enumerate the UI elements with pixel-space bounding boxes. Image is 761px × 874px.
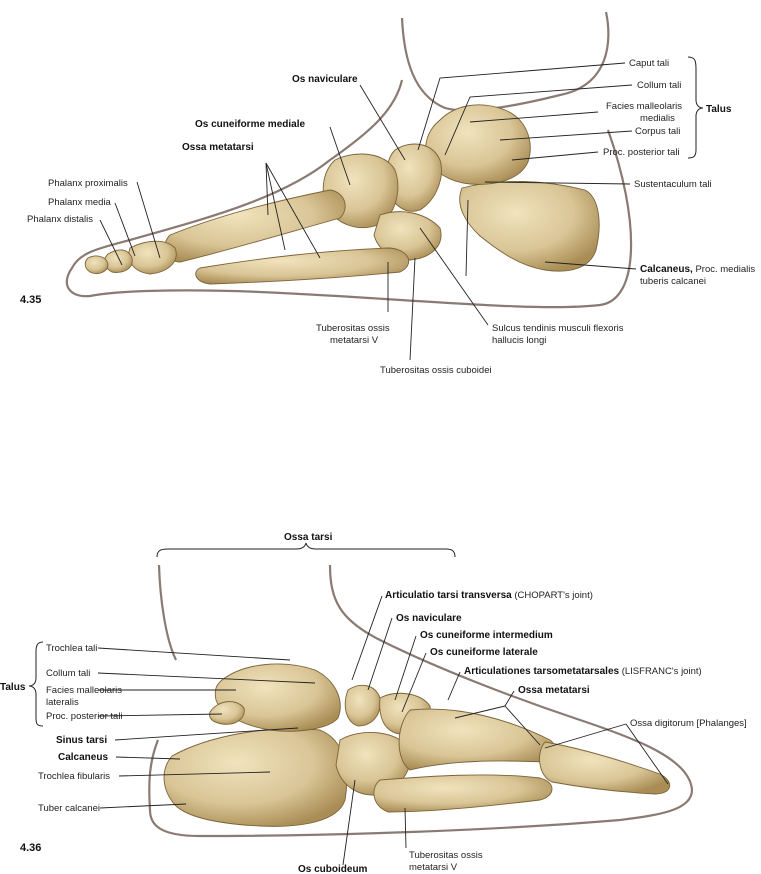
metatarsal-5-lateral: [373, 774, 553, 813]
label-facies-malleolaris-lateralis-1: Facies malleolaris: [46, 685, 122, 696]
label-sinus-tarsi: Sinus tarsi: [56, 735, 107, 746]
label-sustentaculum-tali: Sustentaculum tali: [634, 179, 712, 190]
label-tuberis-calcanei: tuberis calcanei: [640, 276, 706, 287]
label-tuberositas-mt5-4-35-1: Tuberositas ossis: [316, 323, 390, 334]
label-talus-4-36: Talus: [0, 682, 26, 693]
label-caput-tali: Caput tali: [629, 58, 669, 69]
label-cuneiforme-intermedium: Os cuneiforme intermedium: [420, 630, 553, 641]
label-os-naviculare-4-35: Os naviculare: [292, 74, 358, 85]
label-tuberositas-mt5-4-36-2: metatarsi V: [409, 862, 458, 873]
metatarsal-1-medial: [164, 189, 346, 263]
figure-number-4-35: 4.35: [20, 294, 41, 306]
figure-4-35: Caput tali Collum tali Facies malleolari…: [20, 11, 755, 376]
phalanx-proximalis-medial: [128, 240, 177, 275]
label-os-cuboideum: Os cuboideum: [298, 864, 368, 874]
label-calcaneus-4-36: Calcaneus: [58, 752, 108, 763]
calcaneus-medial: [459, 181, 600, 272]
label-facies-malleolaris-medialis-2: medialis: [640, 113, 675, 124]
ossa-tarsi-bracket: [156, 542, 456, 558]
label-tuber-calcanei: Tuber calcanei: [38, 803, 100, 814]
leader-lines-4-35: [99, 62, 637, 361]
foot-bones-lateral: [163, 663, 670, 827]
figure-number-4-36: 4.36: [20, 842, 41, 854]
label-collum-tali-4-36: Collum tali: [46, 668, 90, 679]
label-phalanx-media: Phalanx media: [48, 197, 112, 208]
label-calcaneus-4-35: Calcaneus, Proc. medialis: [640, 264, 755, 275]
label-os-naviculare-4-36: Os naviculare: [396, 613, 462, 624]
label-chopart: Articulatio tarsi transversa (CHOPART's …: [385, 590, 593, 601]
calcaneus-lateral: [163, 728, 348, 827]
foot-outline-lateral: [148, 564, 694, 838]
label-tuberositas-mt5-4-35-2: metatarsi V: [330, 335, 379, 346]
metatarsal-5-medial: [195, 247, 410, 285]
label-proc-posterior-tali-4-36: Proc. posterior tali: [46, 711, 123, 722]
leader-lines-4-36: [97, 595, 669, 866]
label-cuneiforme-laterale: Os cuneiforme laterale: [430, 647, 538, 658]
label-ossa-tarsi: Ossa tarsi: [284, 532, 333, 543]
label-talus-4-35: Talus: [706, 104, 732, 115]
talus-lateral: [214, 663, 341, 732]
label-ossa-metatarsi-4-36: Ossa metatarsi: [518, 685, 590, 696]
label-sulcus-2: hallucis longi: [492, 335, 546, 346]
label-proc-posterior-tali: Proc. posterior tali: [603, 147, 680, 158]
talus-bracket-4-35: [687, 56, 704, 159]
label-sulcus-1: Sulcus tendinis musculi flexoris: [492, 323, 624, 334]
label-trochlea-fibularis: Trochlea fibularis: [38, 771, 110, 782]
label-ossa-metatarsi-4-35: Ossa metatarsi: [182, 142, 254, 153]
phalanx-media-medial: [104, 249, 133, 273]
talus-bracket-4-36: [28, 641, 44, 727]
label-facies-malleolaris-medialis-1: Facies malleolaris: [606, 101, 682, 112]
label-corpus-tali: Corpus tali: [635, 126, 680, 137]
label-ossa-digitorum: Ossa digitorum [Phalanges]: [630, 718, 747, 729]
label-lisfranc: Articulationes tarsometatarsales (LISFRA…: [464, 666, 702, 677]
label-collum-tali: Collum tali: [637, 80, 681, 91]
foot-outline-medial: [65, 11, 633, 309]
label-tuberositas-cuboidei: Tuberositas ossis cuboidei: [380, 365, 492, 376]
label-tuberositas-mt5-4-36-1: Tuberositas ossis: [409, 850, 483, 861]
proc-posterior-tali-lateral: [209, 701, 245, 725]
navicular-lateral: [344, 684, 381, 727]
label-trochlea-tali: Trochlea tali: [46, 643, 97, 654]
phalanges-lateral: [539, 741, 670, 795]
label-facies-malleolaris-lateralis-2: lateralis: [46, 697, 79, 708]
label-phalanx-distalis: Phalanx distalis: [27, 214, 93, 225]
label-phalanx-proximalis: Phalanx proximalis: [48, 178, 128, 189]
figure-4-36: Ossa tarsi: [0, 532, 747, 874]
metatarsals-lateral: [398, 708, 557, 771]
label-os-cuneiforme-mediale: Os cuneiforme mediale: [195, 119, 305, 130]
foot-bones-medial: [84, 104, 600, 285]
phalanx-distalis-medial: [84, 255, 109, 275]
